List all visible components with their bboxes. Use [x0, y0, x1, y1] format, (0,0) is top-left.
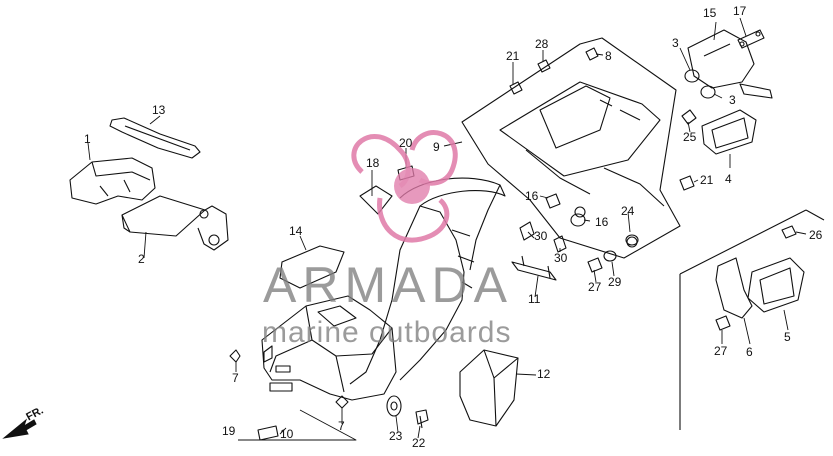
part-lower-right-group [679, 209, 825, 430]
callout-18: 18 [366, 156, 380, 170]
callout-14: 14 [289, 224, 303, 238]
callout-29: 29 [608, 275, 622, 289]
callout-1: 1 [84, 132, 91, 146]
part-1-cover [69, 157, 156, 205]
callout-6: 6 [746, 345, 753, 359]
callout-10: 10 [280, 427, 294, 441]
callout-2: 2 [138, 252, 145, 266]
callout-30: 30 [554, 251, 568, 265]
part-18-label [359, 185, 393, 215]
callout-9: 9 [433, 140, 440, 154]
part-12-flap [459, 349, 519, 427]
callout-23: 23 [389, 429, 403, 443]
part-25-nut [681, 109, 697, 125]
callout-15: 15 [703, 6, 717, 20]
callout-21: 21 [700, 173, 714, 187]
watermark-tagline: marine outboards [262, 316, 512, 349]
callout-8: 8 [605, 49, 612, 63]
callout-30: 30 [534, 229, 548, 243]
part-13-strap [109, 117, 201, 159]
part-3-grommets [684, 69, 773, 99]
callout-12: 12 [537, 367, 551, 381]
callout-27: 27 [588, 280, 602, 294]
part-14-pad [279, 245, 345, 289]
part-7-clip [229, 349, 349, 409]
part-21-bolt-right [679, 175, 695, 191]
front-arrow-icon [2, 418, 37, 439]
part-16-grommet [545, 193, 586, 227]
part-21-bolt-top [509, 81, 523, 95]
part-27-nut [587, 257, 731, 331]
callout-22: 22 [412, 436, 426, 450]
part-22-bolt [415, 409, 429, 429]
callout-7: 7 [232, 371, 239, 385]
part-10-inner-fender [261, 295, 397, 401]
callout-13: 13 [152, 103, 166, 117]
callout-26: 26 [809, 228, 823, 242]
callout-21: 21 [506, 49, 520, 63]
callout-5: 5 [784, 330, 791, 344]
part-17-link [737, 29, 765, 49]
leader-lines [87, 17, 807, 441]
callout-25: 25 [683, 130, 697, 144]
callout-28: 28 [535, 37, 549, 51]
callout-17: 17 [733, 4, 747, 18]
part-15-plate [687, 29, 755, 89]
part-8-nut [585, 47, 599, 61]
part-11-bracket [511, 255, 557, 281]
part-4-reflector [701, 109, 757, 155]
callout-11: 11 [528, 292, 541, 306]
callout-27: 27 [714, 344, 728, 358]
part-23-washer [386, 395, 402, 417]
callout-4: 4 [725, 172, 732, 186]
part-29-washer [603, 250, 617, 262]
callout-7: 7 [338, 419, 345, 433]
callout-19: 19 [222, 424, 236, 438]
callout-3: 3 [672, 36, 679, 50]
part-30-bolts [519, 221, 567, 253]
callout-24: 24 [621, 204, 635, 218]
callout-16: 16 [595, 215, 609, 229]
watermark-brand: ARMADA [263, 257, 513, 313]
armada-logo-mark [351, 130, 458, 243]
part-19-plate [257, 425, 279, 441]
part-2-module [121, 195, 229, 251]
callout-16: 16 [525, 189, 539, 203]
part-24-cap [625, 234, 639, 246]
callout-3: 3 [729, 93, 736, 107]
part-9-frame [461, 37, 681, 259]
callout-20: 20 [399, 136, 413, 150]
